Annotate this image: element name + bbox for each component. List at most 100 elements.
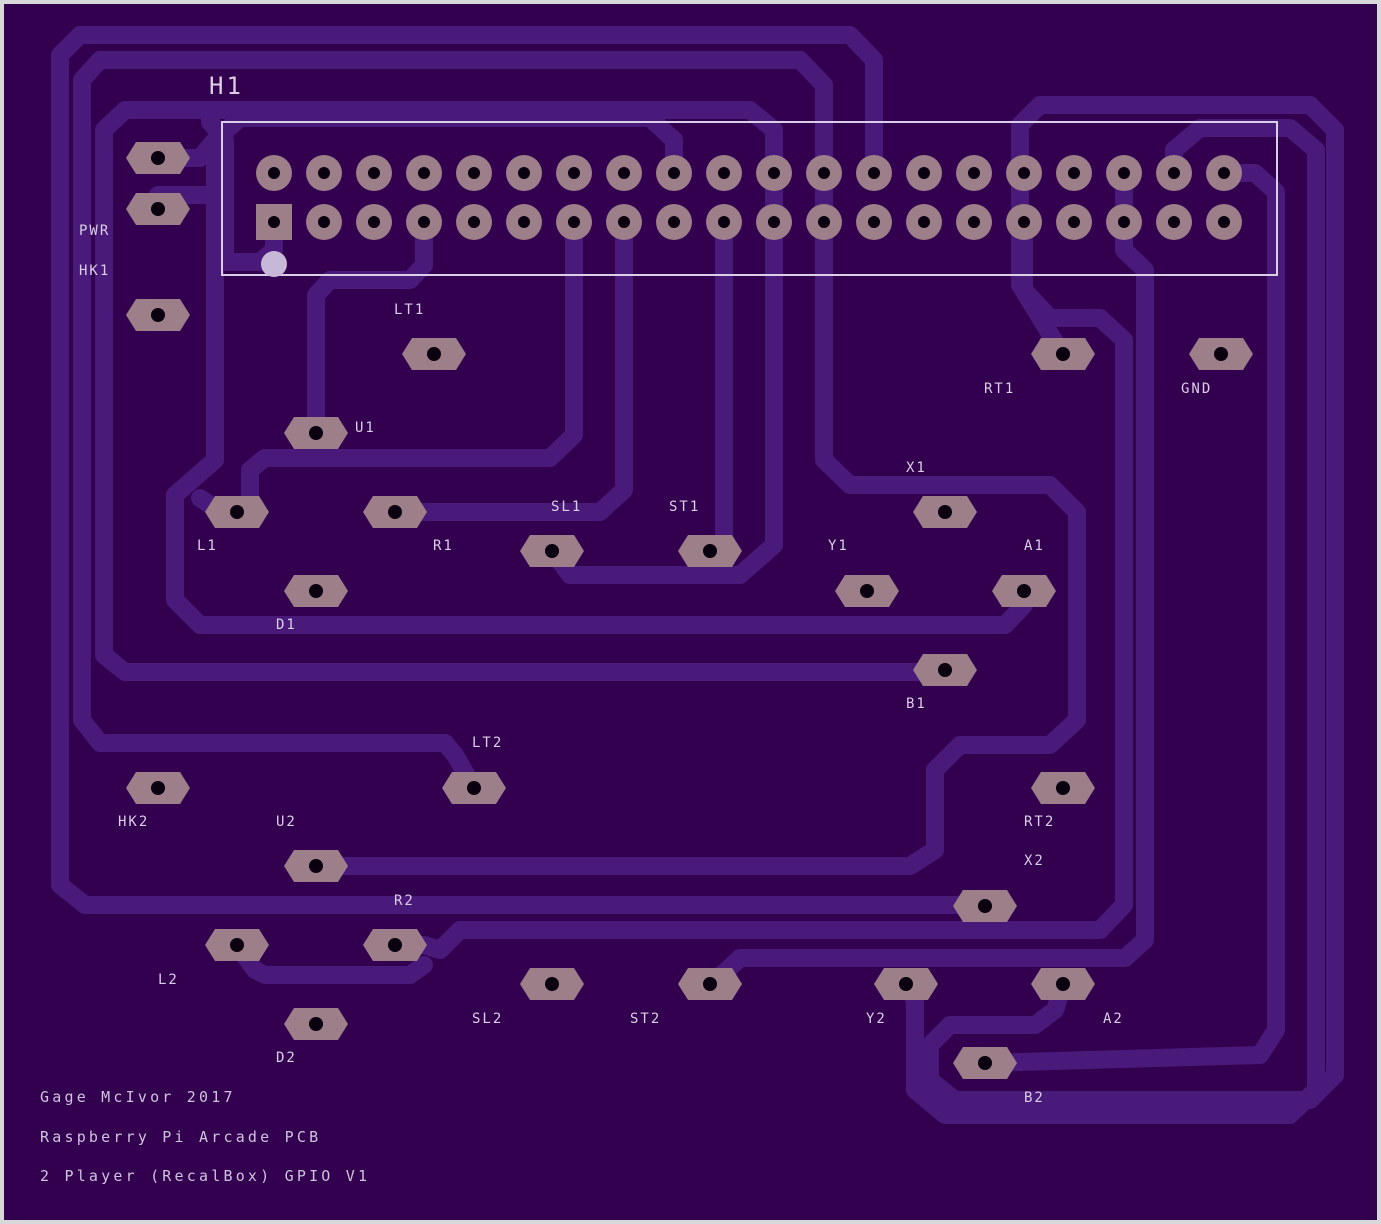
label-a1: A1 [1024,538,1045,554]
header-pin-drill [668,216,680,228]
trace-15 [976,164,1285,1072]
pad-drill [938,505,952,519]
header-pin-drill [568,216,580,228]
label-rt1: RT1 [984,381,1015,397]
header-pin-drill [318,167,330,179]
pad-drill [309,584,323,598]
pad-drill [545,977,559,991]
pad-drill [230,505,244,519]
header-pin-drill [1218,216,1230,228]
header-pin-drill [318,216,330,228]
header-pin-drill [418,216,430,228]
header-pin-drill [968,167,980,179]
credit-version: 2 Player (RecalBox) GPIO V1 [40,1167,370,1185]
pad-drill [545,544,559,558]
credit-author: Gage McIvor 2017 [40,1088,236,1106]
pad-drill [388,938,402,952]
pad-drill [1214,347,1228,361]
label-sl2: SL2 [472,1011,503,1027]
pad-drill [151,781,165,795]
header-pin-drill [518,167,530,179]
label-l2: L2 [158,972,179,988]
header-pin-drill [718,167,730,179]
label-hk1: HK1 [79,263,110,279]
label-st1: ST1 [669,499,700,515]
label-u2: U2 [276,814,297,830]
header-pin-drill [618,167,630,179]
label-x2: X2 [1024,853,1045,869]
pad-drill [151,202,165,216]
header-pin-drill [1118,167,1130,179]
pad-drill [1017,584,1031,598]
header-pin-drill [1168,167,1180,179]
header-pin-drill [768,216,780,228]
trace-18 [228,936,433,984]
header-pin-drill [968,216,980,228]
credits-block: Gage McIvor 2017 Raspberry Pi Arcade PCB… [40,1088,370,1185]
header-pin-drill [468,167,480,179]
header-label: H1 [209,72,244,100]
label-hk2: HK2 [118,814,149,830]
trace-7 [386,213,633,521]
trace-8 [95,101,954,681]
header-pin-drill [518,216,530,228]
header-pin-drill [1218,167,1230,179]
trace-11 [51,26,994,914]
header-pin-drill [768,167,780,179]
trace-3 [149,131,1033,634]
header-pin-drill [268,216,280,228]
label-lt2: LT2 [472,735,503,751]
label-st2: ST2 [630,1011,661,1027]
header-pin-drill [468,216,480,228]
pad-drill [899,977,913,991]
label-rt2: RT2 [1024,814,1055,830]
header-pin-drill [918,216,930,228]
header-outline [221,121,1278,276]
pad-drill [467,781,481,795]
header-pin-drill [368,167,380,179]
pad-drill [978,1056,992,1070]
pad-drill [151,308,165,322]
pad-drill [388,505,402,519]
label-y2: Y2 [866,1011,887,1027]
pin1-marker [261,251,287,277]
label-x1: X1 [906,460,927,476]
header-pins [256,155,1242,240]
pad-drill [938,663,952,677]
header-pin-drill [1068,167,1080,179]
pad-drill [309,426,323,440]
header-pin-drill [268,167,280,179]
label-pwr: PWR [79,223,110,239]
pad-drill [1056,977,1070,991]
pad-drill [703,977,717,991]
label-a2: A2 [1103,1011,1124,1027]
component-pads [126,142,1253,1079]
pad-drill [703,544,717,558]
header-pin-drill [718,216,730,228]
header-pin-drill [818,167,830,179]
header-pin-drill [418,167,430,179]
trace-1 [201,101,283,271]
label-d2: D2 [276,1050,297,1066]
pad-drill [860,584,874,598]
header-pin-drill [818,216,830,228]
label-u1: U1 [355,420,376,436]
label-l1: L1 [197,538,218,554]
label-y1: Y1 [828,538,849,554]
label-lt1: LT1 [394,302,425,318]
header-pin-drill [568,167,580,179]
label-gnd: GND [1181,381,1212,397]
header-pin-drill [1168,216,1180,228]
trace-17 [921,96,1344,1109]
pad-drill [309,859,323,873]
trace-12 [73,51,833,797]
header-pin-drill [1068,216,1080,228]
header-pin-drill [668,167,680,179]
pad-drill [978,899,992,913]
label-d1: D1 [276,617,297,633]
header-pin-drill [1018,167,1030,179]
pad-drill [151,151,165,165]
header-pin-drill [918,167,930,179]
pad-drill [1056,347,1070,361]
